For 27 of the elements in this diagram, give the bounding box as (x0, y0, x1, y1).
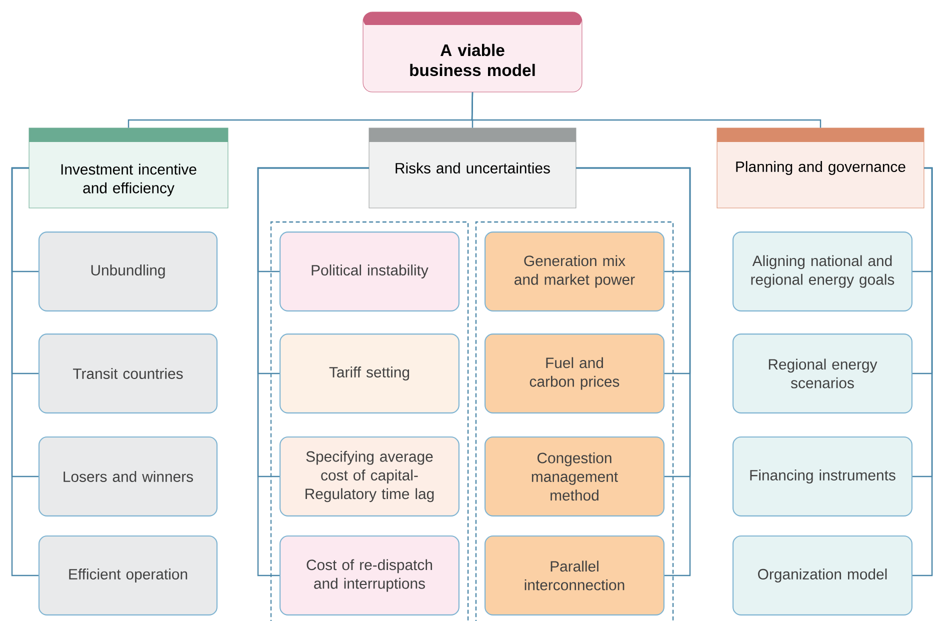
dashed-group-box (270, 221, 469, 621)
item-box: Generation mix and market power (484, 232, 664, 312)
category-box: Planning and governance (716, 128, 924, 208)
item-box: Fuel and carbon prices (484, 334, 664, 414)
item-box: Cost of re-dispatch and interruptions (280, 536, 460, 616)
item-box: Financing instruments (732, 436, 912, 516)
root-box: A viable business model (362, 12, 582, 92)
item-box: Losers and winners (38, 436, 218, 516)
connector-line (471, 92, 822, 128)
item-box: Political instability (280, 232, 460, 312)
item-box: Parallel interconnection (484, 536, 664, 616)
item-box: Transit countries (38, 334, 218, 414)
connector-line (912, 167, 933, 576)
item-box: Specifying average cost of capital-Regulatory time lag (280, 436, 460, 516)
connector-line (576, 167, 691, 576)
connector-line (257, 167, 369, 576)
category-box: Investment incentive and efficiency (28, 128, 228, 208)
item-box: Tariff setting (280, 334, 460, 414)
category-box: Risks and uncertainties (368, 128, 576, 208)
dashed-group-box (475, 221, 674, 621)
item-box: Unbundling (38, 232, 218, 312)
item-box: Aligning national and regional energy goals (732, 232, 912, 312)
item-box: Organization model (732, 536, 912, 616)
item-box: Regional energy scenarios (732, 334, 912, 414)
connector-line (11, 167, 38, 576)
item-box: Congestion management method (484, 436, 664, 516)
item-box: Efficient operation (38, 536, 218, 616)
